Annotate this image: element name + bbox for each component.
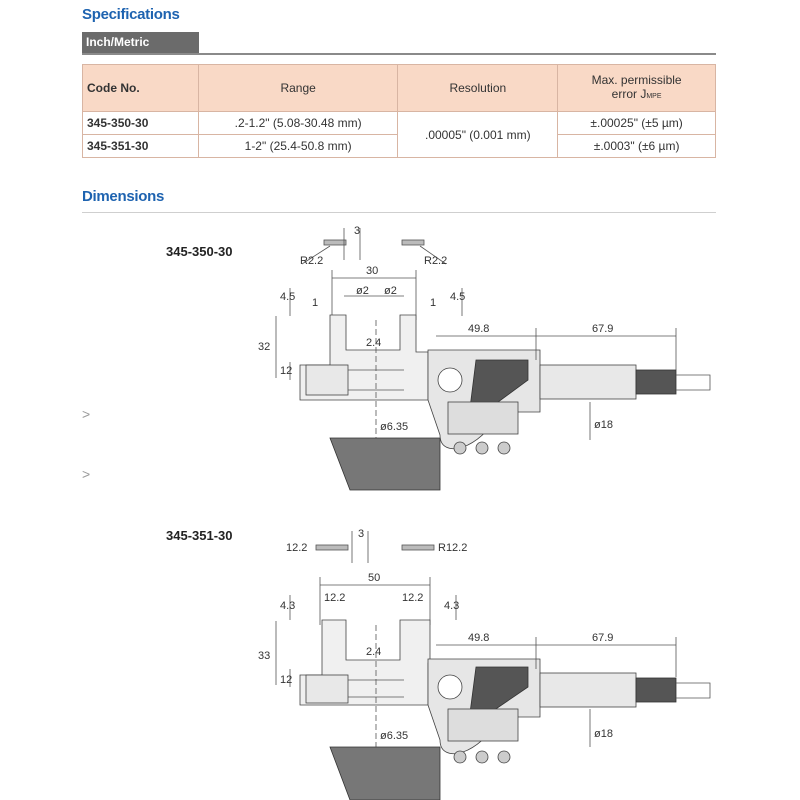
dim-thimble: ø18 <box>594 419 613 431</box>
dim-r-left: 12.2 <box>286 542 307 554</box>
row-error: ±.00025" (±5 µm) <box>557 111 716 135</box>
header-error-sub: MPE <box>646 92 662 100</box>
dim-dia-right: 12.2 <box>402 592 423 604</box>
dim-inner: 2.4 <box>366 646 381 658</box>
unit-tab-bar: Inch/Metric <box>82 32 716 55</box>
dim-base-height: 12 <box>280 674 292 686</box>
tip-detail-left <box>323 239 347 246</box>
dim-total-height: 32 <box>258 341 270 353</box>
row-resolution: .00005" (0.001 mm) <box>397 111 559 158</box>
micrometer-drawing: R2.2 R2.2 3 30 ø2 ø2 4.5 4.5 1 1 32 12 2… <box>258 225 711 491</box>
dim-spindle: ø6.35 <box>380 730 408 742</box>
row-code: 345-350-30 <box>82 111 199 135</box>
header-error: Max. permissible error JMPE <box>557 64 716 112</box>
dim-dia-left: 12.2 <box>324 592 345 604</box>
tip-detail-right <box>401 239 425 246</box>
header-resolution: Resolution <box>397 64 559 112</box>
dim-span: 50 <box>368 572 380 584</box>
specifications-title: Specifications <box>82 6 180 23</box>
header-code: Code No. <box>82 64 199 112</box>
dimensions-title: Dimensions <box>82 188 165 205</box>
dim-len2: 67.9 <box>592 323 613 335</box>
dim-len1: 49.8 <box>468 632 489 644</box>
header-range: Range <box>197 64 399 112</box>
dim-r-right: R12.2 <box>438 542 467 554</box>
dim-h1-left: 4.3 <box>280 600 295 612</box>
header-error-line2: error J <box>611 86 647 101</box>
dim-h1-right: 4.5 <box>450 291 465 303</box>
model-code-label: 345-351-30 <box>166 528 233 543</box>
row-error: ±.0003" (±6 µm) <box>557 134 716 158</box>
table-row: 345-351-30 1-2" (25.4-50.8 mm) ±.0003" (… <box>82 134 716 158</box>
table-row: 345-350-30 .2-1.2" (5.08-30.48 mm) .0000… <box>82 111 716 158</box>
table-header-row: Code No. Range Resolution Max. permissib… <box>82 64 716 112</box>
dim-thimble: ø18 <box>594 728 613 740</box>
dim-r-left: R2.2 <box>300 255 323 267</box>
dim-h1-right: 4.3 <box>444 600 459 612</box>
dim-dia-left: ø2 <box>356 285 369 297</box>
side-arrow-mark: > <box>82 466 91 482</box>
row-range: 1-2" (25.4-50.8 mm) <box>197 134 399 158</box>
dim-len1: 49.8 <box>468 323 489 335</box>
dimensions-divider <box>82 212 716 213</box>
dim-h1-left: 4.5 <box>280 291 295 303</box>
dim-total-height: 33 <box>258 650 270 662</box>
dim-dia-right: ø2 <box>384 285 397 297</box>
dim-r-right: R2.2 <box>424 255 447 267</box>
side-arrow-mark: > <box>82 406 91 422</box>
dim-tip: 3 <box>354 225 360 237</box>
header-error-line1: Max. permissible <box>591 72 682 87</box>
dim-inner: 2.4 <box>366 337 381 349</box>
dim-len2: 67.9 <box>592 632 613 644</box>
dim-gap-right: 1 <box>430 297 436 309</box>
dim-spindle: ø6.35 <box>380 421 408 433</box>
model-code-label: 345-350-30 <box>166 244 233 259</box>
dim-tip: 3 <box>358 528 364 540</box>
dim-span: 30 <box>366 265 378 277</box>
row-code: 345-351-30 <box>82 134 199 158</box>
specifications-table: Code No. Range Resolution Max. permissib… <box>82 64 716 158</box>
tab-inch-metric[interactable]: Inch/Metric <box>82 32 199 53</box>
row-range: .2-1.2" (5.08-30.48 mm) <box>197 111 399 135</box>
dim-gap-left: 1 <box>312 297 318 309</box>
dim-base-height: 12 <box>280 365 292 377</box>
micrometer-drawing: 12.2 R12.2 3 50 12.2 12.2 4.3 4.3 33 12 … <box>258 528 711 800</box>
